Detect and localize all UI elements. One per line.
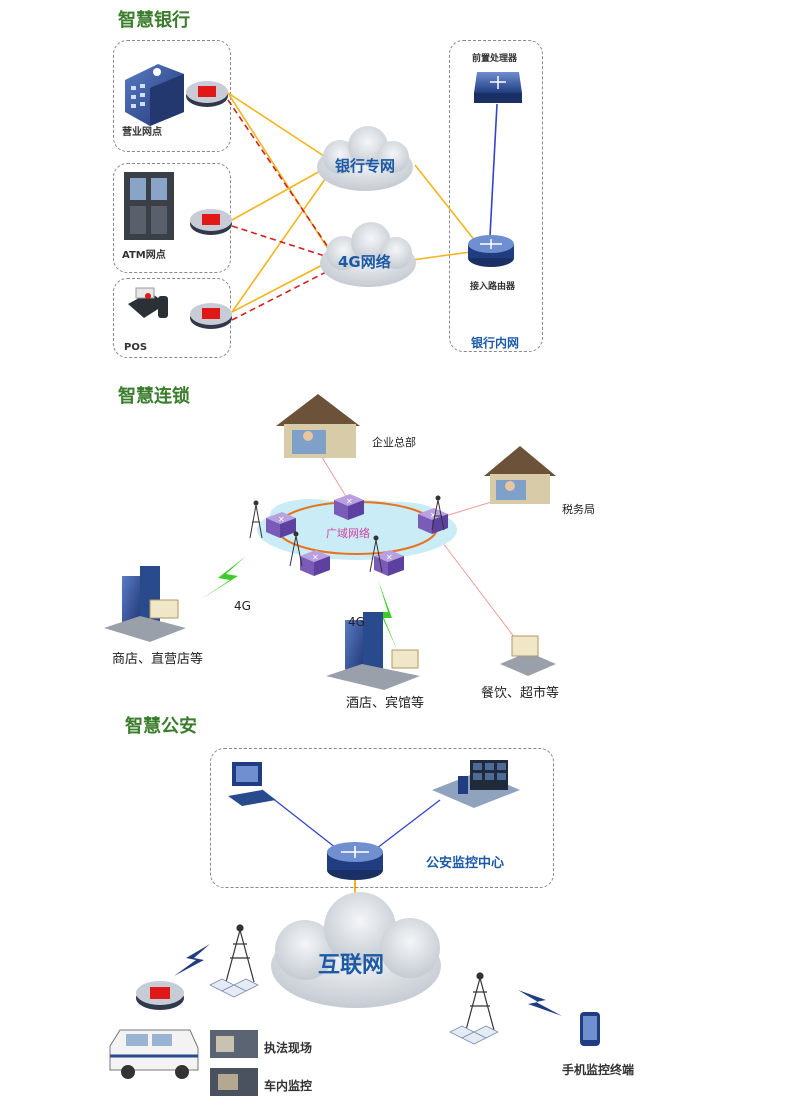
food-printer-icon <box>500 635 556 676</box>
police-router-icon <box>327 842 383 880</box>
vehicle-label: 车内监控 <box>264 1079 313 1093</box>
pc-icon <box>228 762 276 806</box>
4g-device-icon-2 <box>190 209 232 235</box>
lightning-icon-left <box>200 556 246 600</box>
tax-label: 税务局 <box>562 503 595 516</box>
4g-device-icon-1 <box>186 81 228 107</box>
chain-section-title: 智慧连锁 <box>118 386 190 407</box>
shops-label: 商店、直营店等 <box>112 652 204 667</box>
pos-terminal-icon <box>128 287 168 318</box>
lightning-icon-police-right <box>518 990 562 1016</box>
intranet-label: 银行内网 <box>471 336 520 350</box>
tax-house-icon <box>484 446 556 504</box>
police-section-title: 智慧公安 <box>125 716 197 737</box>
tower-icon-right <box>465 972 495 1031</box>
hq-label: 企业总部 <box>372 436 416 449</box>
pos-label: POS <box>124 342 148 353</box>
svg-text:✕: ✕ <box>346 497 353 506</box>
scene-photo <box>210 1030 258 1058</box>
video-wall-icon <box>432 760 520 808</box>
private-net-cloud <box>317 126 413 191</box>
hotel-office-icon <box>326 612 420 690</box>
wan-router-icon-1: ✕ <box>266 512 296 538</box>
wan-router-icon-2: ✕ <box>334 494 364 520</box>
police-center-label: 公安监控中心 <box>426 856 505 871</box>
scene-label: 执法现场 <box>264 1041 313 1055</box>
bank-red-dashed-links <box>227 99 331 321</box>
front-processor-label: 前置处理器 <box>472 54 518 64</box>
tower-icon-left <box>225 924 255 983</box>
hex-base-right <box>449 1025 499 1045</box>
private-net-label: 银行专网 <box>335 157 396 175</box>
hex-base-left <box>209 978 259 998</box>
access-router-icon <box>468 235 514 267</box>
net-4g-label: 4G网络 <box>338 253 391 271</box>
lightning-icon-mid <box>378 580 398 652</box>
net-4g-cloud <box>320 222 416 287</box>
hotels-label: 酒店、宾馆等 <box>346 696 425 711</box>
food-label: 餐饮、超市等 <box>481 686 560 701</box>
4g-device-icon-3 <box>190 303 232 329</box>
front-processor-icon <box>474 72 522 103</box>
internet-cloud <box>271 892 441 1008</box>
intranet-link <box>489 103 498 237</box>
police-van-icon <box>109 1029 199 1079</box>
atm-icon <box>124 172 174 240</box>
svg-text:✕: ✕ <box>278 515 285 524</box>
svg-text:✕: ✕ <box>386 553 393 562</box>
mobile-phone-icon <box>580 1012 600 1046</box>
police-center-box <box>210 748 554 888</box>
label-4g-mid: 4G <box>348 615 365 629</box>
hq-house-icon <box>276 394 360 458</box>
police-4g-device-icon <box>136 981 184 1010</box>
wan-cloud <box>257 499 457 560</box>
label-4g-left: 4G <box>234 599 251 613</box>
mobile-label: 手机监控终端 <box>562 1063 635 1077</box>
bank-section-title: 智慧银行 <box>118 10 190 31</box>
atm-label: ATM网点 <box>122 250 166 261</box>
svg-text:✕: ✕ <box>430 511 437 520</box>
tower-icon-b <box>431 495 445 531</box>
access-router-label: 接入路由器 <box>470 282 516 292</box>
vehicle-photo <box>210 1068 258 1096</box>
intranet-box <box>449 40 543 352</box>
tower-icon-a <box>249 500 263 539</box>
wan-label: 广域网络 <box>326 527 370 540</box>
lightning-icon-police-left <box>174 944 210 976</box>
bank-building-icon <box>125 64 184 126</box>
svg-text:✕: ✕ <box>312 553 319 562</box>
tower-icon-d <box>369 535 383 573</box>
wan-router-icon-4: ✕ <box>300 550 330 576</box>
shop-office-icon <box>104 566 186 642</box>
internet-label: 互联网 <box>318 953 385 978</box>
center-link-wall <box>371 799 441 853</box>
tower-icon-c <box>289 531 303 567</box>
branch-label: 营业网点 <box>122 127 162 138</box>
